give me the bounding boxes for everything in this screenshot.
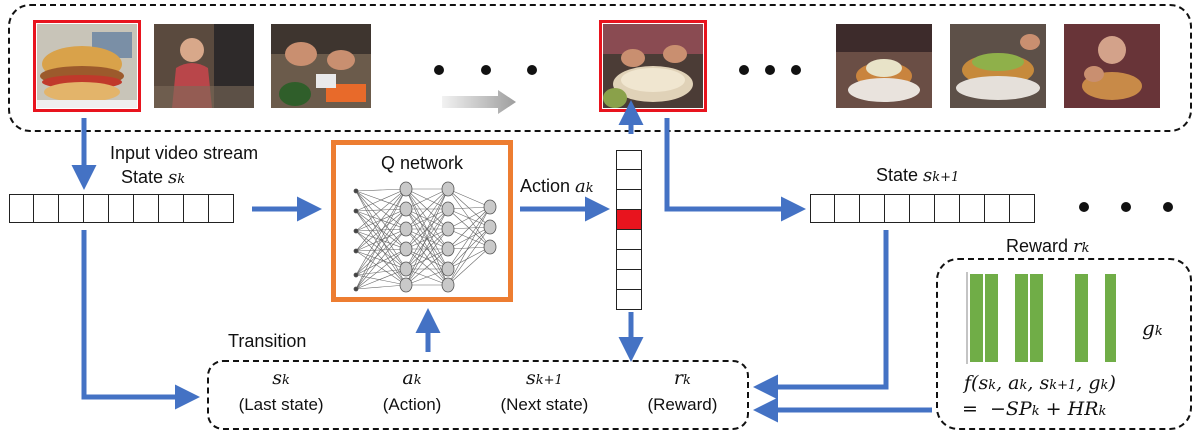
highlight-bar-8 [1075,274,1088,362]
state-cell-2 [835,194,860,223]
state-cell-6 [134,194,159,223]
transition-symbol: sk+1 [525,367,563,389]
video-frame-5 [836,24,932,108]
action-cell-5 [616,230,642,250]
input-stream-label: Input video stream [110,143,259,163]
transition-label: Transition [228,331,307,351]
video-frame-4 [599,20,707,112]
action-cell-7 [616,270,642,290]
reward-label: Reward rk [1006,236,1090,257]
transition-symbol: sk [272,367,290,389]
state-cell-7 [960,194,985,223]
state-k-label: State sk [121,167,186,188]
state-k1-label: State sk+1 [876,165,960,186]
transition-item-2: ak (Action) [383,368,442,415]
action-cell-8 [616,290,642,310]
action-vector [616,150,642,310]
transition-desc: (Reward) [647,395,718,414]
state-cell-4 [84,194,109,223]
transition-item-3: sk+1 (Next state) [500,368,588,415]
transition-box: sk (Last state) ak (Action) sk+1 (Next state)… [207,360,749,430]
transition-symbol: rk [673,367,691,389]
neural-network-icon [353,181,497,293]
input-video-strip [8,4,1192,132]
state-cell-6 [935,194,960,223]
action-cell-4 [616,210,642,230]
state-cell-5 [910,194,935,223]
state-cell-8 [985,194,1010,223]
state-k1-vector [810,194,1035,223]
transition-item-1: sk (Last state) [239,368,324,415]
reward-formula-line2: = −SPk + HRk [962,398,1107,420]
video-frame-2 [154,24,254,108]
highlight-bar-10 [1105,274,1116,362]
state-cell-9 [209,194,234,223]
state-cell-2 [34,194,59,223]
transition-desc: (Last state) [238,395,324,414]
stream-dots-and-arrow [434,65,537,114]
action-cell-1 [616,150,642,170]
q-network-label: Q network [380,153,464,173]
transition-desc: (Action) [382,395,442,414]
transition-desc: (Next state) [500,395,589,414]
state-cell-5 [109,194,134,223]
action-cell-3 [616,190,642,210]
state-cell-1 [810,194,835,223]
state-cell-9 [1010,194,1035,223]
highlight-bar-2 [985,274,998,362]
state-cell-8 [184,194,209,223]
video-frame-7 [1064,24,1160,108]
highlight-bar-4 [1015,274,1028,362]
stream-dots-right [739,65,801,75]
highlight-bar-1 [970,274,983,362]
reward-box: gk f(sk, ak, sk+1, gk) = −SPk + HRk [936,258,1192,430]
state-cell-4 [885,194,910,223]
reward-formula-line1: f(sk, ak, sk+1, gk) [964,372,1116,394]
state-cell-7 [159,194,184,223]
highlight-bar-chart [966,272,1116,364]
action-cell-6 [616,250,642,270]
state-cell-3 [59,194,84,223]
action-cell-2 [616,170,642,190]
video-frame-3 [271,24,371,108]
highlight-bar-5 [1030,274,1043,362]
state-cell-1 [9,194,34,223]
state-k-vector [9,194,234,223]
video-frame-1 [33,20,141,112]
state-cell-3 [860,194,885,223]
action-label: Action ak [520,176,594,197]
video-frame-6 [950,24,1046,108]
q-network-box: Q network [331,140,513,302]
transition-symbol: ak [402,367,422,389]
transition-item-4: rk (Reward) [647,368,717,415]
g-k-label: gk [1142,316,1163,340]
